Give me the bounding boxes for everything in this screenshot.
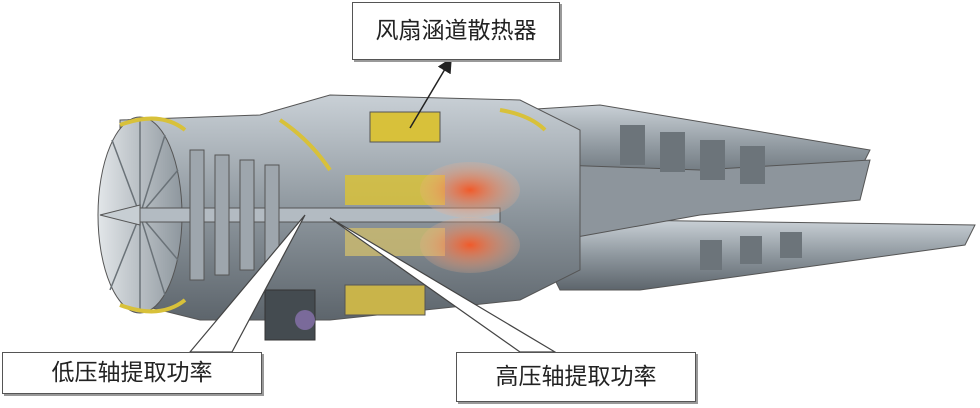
- fan-duct-radiator-unit: [369, 111, 441, 143]
- label-high-pressure-shaft-power: 高压轴提取功率: [456, 352, 696, 402]
- fan-duct-radiator-leader: [409, 57, 452, 129]
- exhaust-nozzle: [519, 104, 976, 291]
- label-low-pressure-shaft-power: 低压轴提取功率: [2, 352, 262, 394]
- engine-core: [97, 94, 581, 341]
- label-fan-duct-radiator: 风扇涵道散热器: [352, 2, 560, 60]
